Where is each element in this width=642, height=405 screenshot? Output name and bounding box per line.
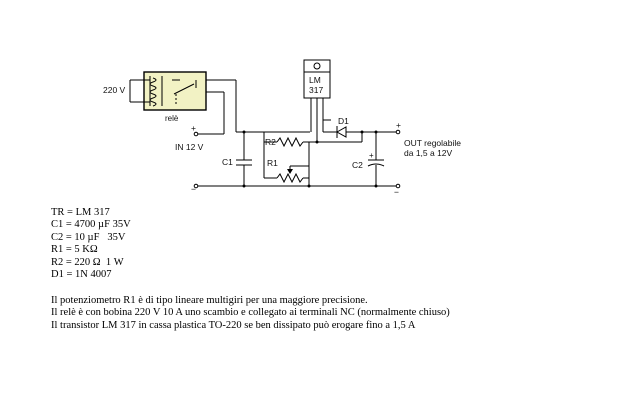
output-minus: − — [394, 187, 399, 197]
mains-label: 220 V — [103, 85, 126, 95]
output-label-line1: OUT regolabile — [404, 138, 461, 148]
relay-contact — [173, 83, 195, 95]
regulator-body — [303, 71, 331, 99]
part-d1: D1 = 1N 4007 — [51, 269, 112, 281]
part-r1: R1 = 5 KΩ — [51, 244, 98, 256]
part-c1: C1 = 4700 µF 35V — [51, 219, 131, 231]
output-negative-terminal — [395, 183, 401, 189]
resistor-r2 — [263, 130, 364, 148]
part-r2: R2 = 220 Ω 1 W — [51, 256, 124, 268]
part-c2: C2 = 10 µF 35V — [51, 231, 126, 243]
input-minus: − — [191, 184, 196, 194]
d1-label: D1 — [338, 116, 349, 126]
capacitor-c2 — [367, 130, 385, 188]
capacitor-c1 — [236, 130, 252, 188]
relay-label: relè — [165, 114, 179, 123]
relay — [129, 71, 237, 132]
input-plus: + — [191, 123, 196, 133]
potentiometer-r1 — [263, 142, 311, 188]
c2-label: C2 — [352, 160, 363, 170]
note-potentiometer: Il potenziometro R1 è di tipo lineare mu… — [51, 295, 368, 306]
regulator-lm317 — [303, 59, 331, 142]
output-positive-terminal — [395, 129, 401, 135]
r1-label: R1 — [267, 158, 278, 168]
notes: Il potenziometro R1 è di tipo lineare mu… — [51, 295, 450, 332]
diode-d1 — [335, 126, 347, 138]
note-relay: Il relè è con bobina 220 V 10 A uno scam… — [51, 307, 450, 319]
c1-label: C1 — [222, 157, 233, 167]
part-tr: TR = LM 317 — [51, 207, 110, 218]
parts-list: TR = LM 317 C1 = 4700 µF 35V C2 = 10 µF … — [51, 207, 131, 281]
output-plus: + — [396, 120, 401, 130]
regulator-tab — [303, 59, 331, 73]
regulator-label-line1: LM — [309, 75, 321, 85]
r2-label: R2 — [265, 137, 276, 147]
regulator-label-line2: 317 — [309, 85, 323, 95]
circuit-schematic: 220 V relè + IN 12 V − C1 LM 317 D1 — [103, 59, 461, 197]
input-label: IN 12 V — [175, 142, 204, 152]
note-transistor: Il transistor LM 317 in cassa plastica T… — [51, 319, 416, 331]
c2-plus: + — [369, 151, 374, 160]
output-label-line2: da 1,5 a 12V — [404, 148, 453, 158]
